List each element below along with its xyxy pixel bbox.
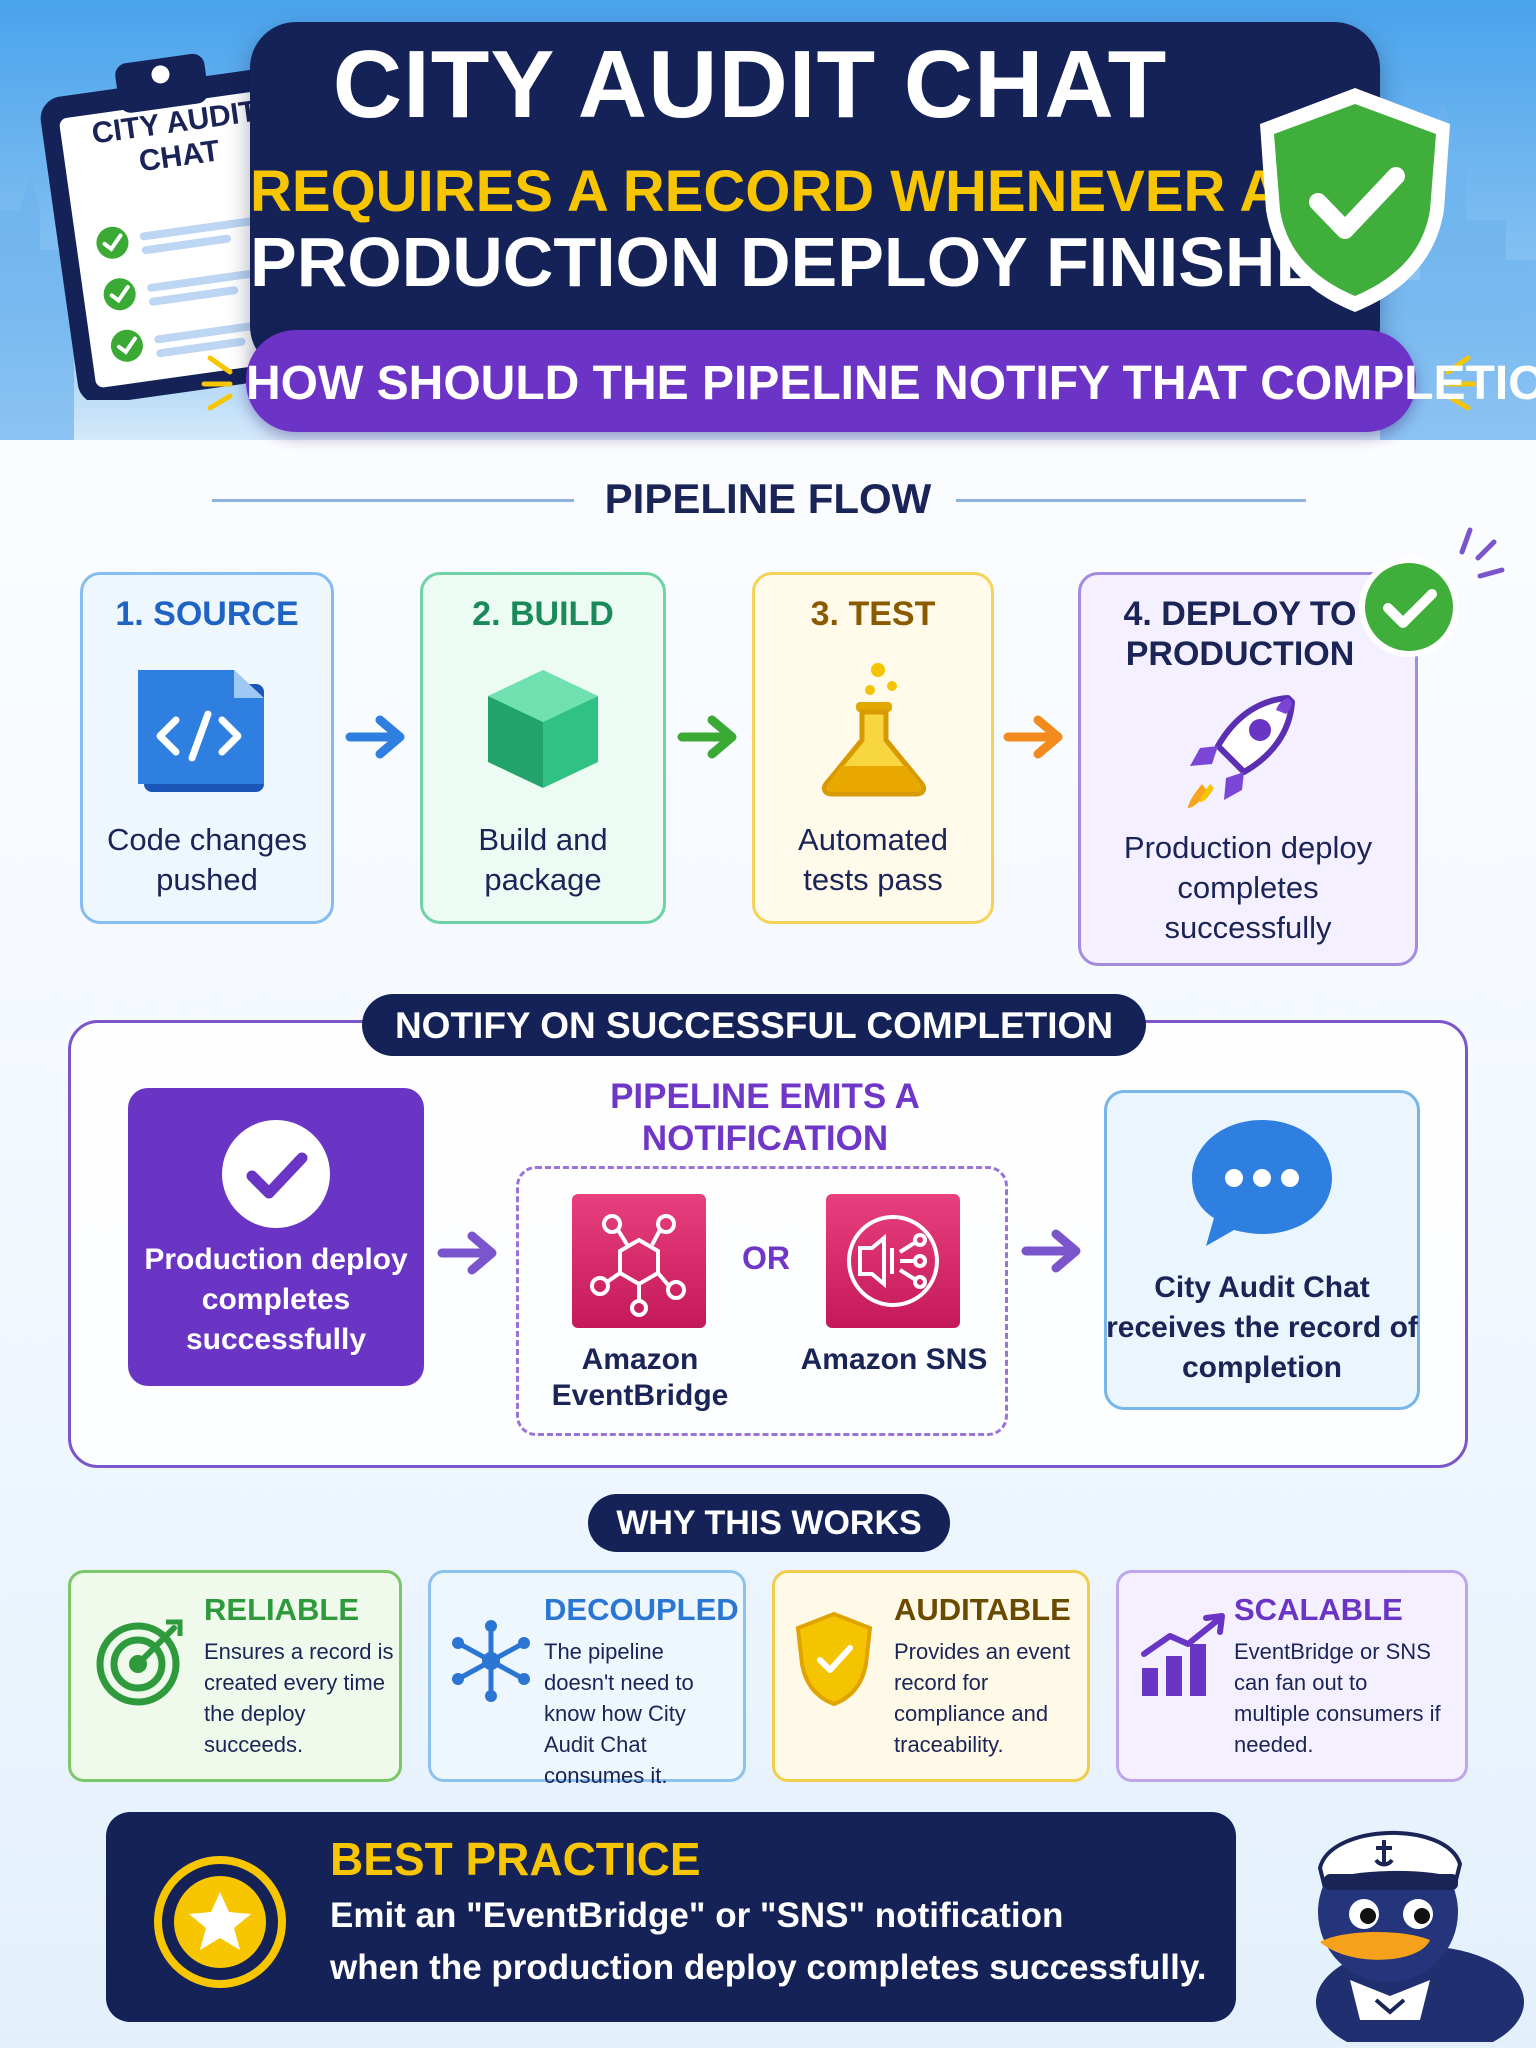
arrow-right-icon	[677, 715, 737, 759]
star-badge-icon	[154, 1856, 286, 1988]
sns-label: Amazon SNS	[800, 1343, 988, 1376]
card-auditable-title: AUDITABLE	[894, 1592, 1071, 1627]
step-source	[80, 572, 334, 924]
arrow-right-icon	[1021, 1229, 1081, 1273]
target-icon	[96, 1619, 183, 1706]
chat-bubble-icon	[1192, 1120, 1332, 1246]
deploy-complete-text: Production deploy completes successfully	[144, 1243, 408, 1356]
card-scalable-text: EventBridge or SNS can fan out to multip…	[1234, 1639, 1441, 1757]
chat-receiver-box	[1104, 1090, 1420, 1410]
arrow-right-icon	[437, 1231, 497, 1275]
card-reliable	[68, 1570, 402, 1782]
card-auditable-text: Provides an event record for compliance …	[894, 1639, 1071, 1757]
step-build-title: 2. BUILD	[472, 595, 614, 633]
growth-chart-icon	[1141, 1613, 1225, 1696]
flask-icon	[821, 663, 927, 797]
step-test-title: 3. TEST	[810, 595, 936, 633]
card-decoupled-title: DECOUPLED	[544, 1592, 739, 1627]
divider-right	[956, 499, 1306, 502]
best-practice-panel	[106, 1812, 1236, 2022]
page-title: CITY AUDIT CHAT	[332, 31, 1168, 138]
sailor-duck-mascot-icon	[1316, 1830, 1524, 2042]
check-circle-icon	[1359, 557, 1459, 657]
subtitle-line-2: PRODUCTION DEPLOY FINISHES.	[250, 223, 1389, 301]
step-build-text: Build and package	[478, 822, 608, 897]
subtitle-line-1: REQUIRES A RECORD WHENEVER A	[250, 159, 1282, 224]
card-reliable-text: Ensures a record is created every time t…	[204, 1639, 394, 1757]
divider-left	[212, 499, 574, 502]
step-test-text: Automated tests pass	[798, 822, 948, 897]
best-practice-line-2: when the production deploy completes suc…	[330, 1948, 1207, 1987]
code-file-icon	[138, 670, 264, 792]
eventbridge-label: Amazon EventBridge	[551, 1343, 729, 1412]
pipeline-flow-title: PIPELINE FLOW	[604, 475, 932, 522]
arrow-right-icon	[1003, 715, 1063, 759]
card-decoupled-text: The pipeline doesn't need to know how Ci…	[544, 1639, 694, 1788]
step-deploy-title: 4. DEPLOY TO PRODUCTION	[1123, 595, 1357, 673]
sparkle-right-icon	[1445, 355, 1477, 411]
why-title: WHY THIS WORKS	[616, 1504, 922, 1542]
notify-title: NOTIFY ON SUCCESSFUL COMPLETION	[394, 1005, 1114, 1046]
shield-icon	[795, 1611, 873, 1707]
shield-check-icon	[1260, 88, 1450, 312]
eventbridge-tile	[572, 1194, 706, 1328]
question-text: HOW SHOULD THE PIPELINE NOTIFY THAT COMP…	[246, 357, 1536, 410]
step-deploy-text: Production deploy completes successfully	[1123, 830, 1373, 945]
cube-icon	[488, 670, 598, 788]
why-title-pill	[588, 1494, 950, 1552]
step-test	[752, 572, 994, 924]
question-banner	[246, 330, 1416, 432]
best-practice-title: BEST PRACTICE	[330, 1833, 701, 1885]
arrow-right-icon	[345, 715, 405, 759]
card-scalable	[1116, 1570, 1468, 1782]
card-scalable-title: SCALABLE	[1234, 1592, 1403, 1627]
notify-title-pill	[362, 994, 1146, 1056]
emit-title: PIPELINE EMITS A NOTIFICATION	[610, 1077, 920, 1158]
or-label: OR	[742, 1240, 790, 1276]
step-source-text: Code changes pushed	[107, 822, 307, 897]
emit-options-frame	[516, 1166, 1008, 1436]
rocket-icon	[1188, 695, 1295, 808]
best-practice-line-1: Emit an "EventBridge" or "SNS" notificat…	[330, 1896, 1064, 1935]
sns-icon	[847, 1215, 939, 1307]
sparkle-icon	[1459, 527, 1505, 579]
card-decoupled	[428, 1570, 746, 1782]
sparkle-left-icon	[201, 355, 233, 411]
eventbridge-icon	[590, 1214, 686, 1317]
title-panel	[250, 22, 1380, 372]
network-icon	[452, 1620, 530, 1702]
chat-receiver-text: City Audit Chat receives the record of c…	[1106, 1271, 1418, 1384]
card-reliable-title: RELIABLE	[204, 1592, 359, 1627]
step-source-title: 1. SOURCE	[115, 595, 299, 633]
check-circle-icon	[222, 1120, 330, 1228]
